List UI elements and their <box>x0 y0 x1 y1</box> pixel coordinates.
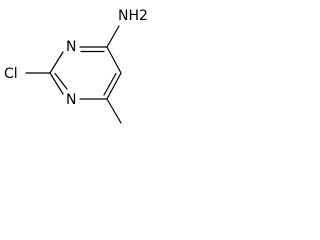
bond-c4-c5 <box>106 46 122 74</box>
bond-c5-c6-double-outer <box>106 72 122 100</box>
atom-label-nh2: NH2 <box>118 8 148 24</box>
bond-n-bottom-c2-double-outer <box>49 72 64 95</box>
atom-label-n-top: N <box>66 39 76 55</box>
molecule-structure-diagram: NH2 N N Cl <box>4 8 148 124</box>
bond-c6-methyl <box>106 98 122 124</box>
bond-c5-c6-double-inner <box>103 72 117 96</box>
bond-n-bottom-c2-double-inner <box>54 72 68 90</box>
bond-c4-nh2 <box>106 25 120 48</box>
bond-c2-n-top <box>49 51 64 74</box>
atom-label-cl: Cl <box>4 66 18 82</box>
atom-label-n-bottom: N <box>66 92 76 108</box>
